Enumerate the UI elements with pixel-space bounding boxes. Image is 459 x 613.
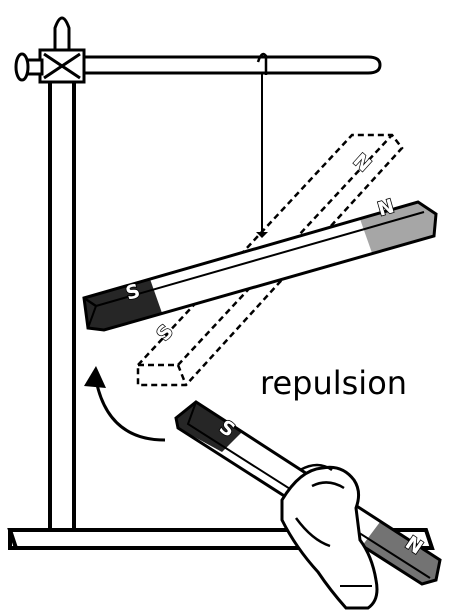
clamp-screw-knob — [14, 52, 44, 82]
suspended-north-pole-label: N — [375, 195, 396, 221]
repulsion-caption: repulsion — [260, 364, 407, 402]
motion-arrow — [84, 366, 166, 442]
suspended-bar-magnet: S N — [82, 194, 438, 332]
suspended-south-pole-label: S — [123, 280, 142, 305]
suspension-thread — [256, 52, 268, 238]
stand-arm — [76, 55, 382, 75]
stand-rod — [48, 16, 76, 530]
hand-illustration — [280, 463, 379, 610]
clamp-boss — [38, 48, 86, 84]
